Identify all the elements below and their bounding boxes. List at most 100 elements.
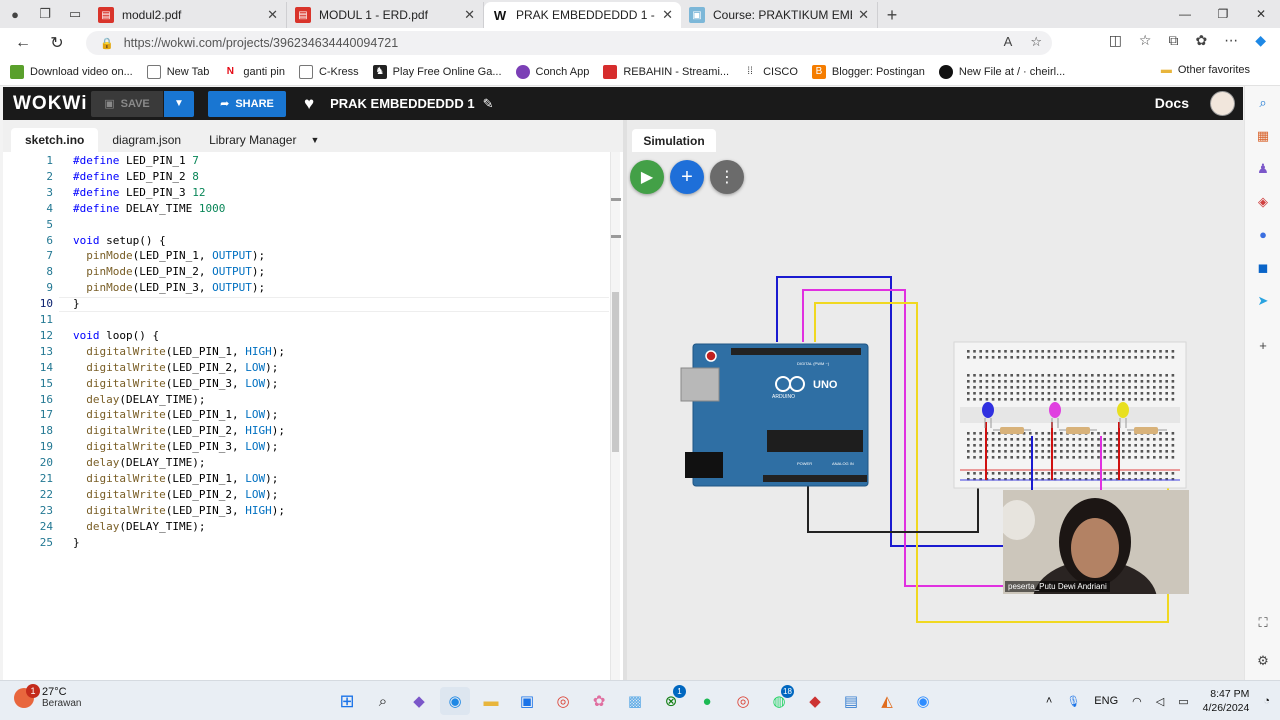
zoom-icon[interactable]: ◉	[916, 693, 930, 710]
code-line[interactable]: digitalWrite(LED_PIN_1, LOW);	[86, 408, 279, 422]
chevron-up-icon[interactable]: ˄	[1045, 695, 1053, 707]
code-line[interactable]: delay(DELAY_TIME);	[86, 519, 206, 533]
led-blue[interactable]	[982, 402, 994, 428]
tab-sketch-ino[interactable]: sketch.ino	[11, 128, 99, 152]
paint-icon[interactable]: ✿	[592, 693, 606, 710]
pane-divider[interactable]	[623, 120, 627, 680]
app-icon[interactable]: ◭	[881, 693, 893, 710]
bookmark-item[interactable]: Download video on...	[10, 64, 133, 79]
resistor[interactable]	[993, 427, 1031, 434]
tab-library-manager[interactable]: Library Manager ▼	[195, 128, 333, 152]
arduino-uno[interactable]: UNO ARDUINO DIGITAL (PWM ~) POWER ANALOG…	[680, 343, 869, 487]
more-options-button[interactable]: ⋮	[710, 160, 744, 194]
code-line[interactable]: delay(DELAY_TIME);	[86, 456, 206, 470]
share-button[interactable]: ➦ SHARE	[208, 90, 286, 117]
chevron-down-icon[interactable]: ▼	[310, 135, 320, 145]
code-line[interactable]: delay(DELAY_TIME);	[86, 392, 206, 406]
project-title[interactable]: PRAK EMBEDDEDDD 1 ✎	[330, 96, 493, 112]
bookmark-item[interactable]: C-Kress	[298, 64, 359, 79]
close-icon[interactable]: ✕	[267, 7, 278, 22]
bookmark-item[interactable]: New Tab	[146, 64, 209, 79]
add-icon[interactable]: +	[1259, 338, 1267, 353]
notepad-icon[interactable]: ▤	[843, 693, 859, 710]
code-line[interactable]: digitalWrite(LED_PIN_3, LOW);	[86, 440, 279, 454]
heart-icon[interactable]: ♥	[304, 93, 315, 113]
code-line[interactable]: pinMode(LED_PIN_2, OUTPUT);	[86, 265, 266, 279]
refresh-icon[interactable]: ↻	[50, 35, 64, 52]
collections-icon[interactable]: ⧉	[1168, 32, 1179, 48]
windows-start-icon[interactable]: ⊞	[339, 690, 355, 711]
search-icon[interactable]: ⌕	[1259, 94, 1267, 110]
tools-icon[interactable]: ♟	[1257, 160, 1269, 176]
file-explorer-icon[interactable]: ▬	[483, 692, 499, 710]
code-line[interactable]: }	[73, 535, 80, 549]
clock[interactable]: 8:47 PM 4/26/2024	[1203, 687, 1250, 715]
play-button[interactable]: ▶	[630, 160, 664, 194]
code-line[interactable]: #define LED_PIN_3 12	[73, 185, 206, 199]
wokwi-logo[interactable]: WOKWi	[13, 92, 88, 114]
office-icon[interactable]: ◈	[1258, 193, 1268, 209]
xbox-icon[interactable]: ⊗1	[656, 685, 686, 715]
code-line[interactable]: pinMode(LED_PIN_1, OUTPUT);	[86, 249, 266, 263]
code-line[interactable]: digitalWrite(LED_PIN_3, HIGH);	[86, 503, 285, 517]
bookmark-item[interactable]: ♞Play Free Online Ga...	[372, 64, 502, 79]
resistor[interactable]	[1059, 427, 1097, 434]
url-field[interactable]: 🔒 https://wokwi.com/projects/39623463444…	[86, 31, 1052, 55]
code-line[interactable]: void setup() {	[73, 233, 166, 247]
circuit-diagram[interactable]: UNO ARDUINO DIGITAL (PWM ~) POWER ANALOG…	[627, 152, 1244, 680]
code-line[interactable]: pinMode(LED_PIN_3, OUTPUT);	[86, 281, 266, 295]
store-icon[interactable]: ▣	[519, 693, 535, 710]
close-window-icon[interactable]: ✕	[1255, 7, 1267, 21]
simulation-canvas[interactable]: ▶ + ⋮	[627, 152, 1244, 680]
spotify-icon[interactable]: ●	[702, 692, 712, 710]
favorites-icon[interactable]: ☆	[1138, 32, 1152, 48]
add-part-button[interactable]: +	[670, 160, 704, 194]
more-menu-icon[interactable]: ⋯	[1224, 32, 1239, 48]
led-magenta[interactable]	[1049, 402, 1061, 428]
tab-modul1-erd[interactable]: ▤ MODUL 1 - ERD.pdf ✕	[287, 2, 484, 28]
close-icon[interactable]: ✕	[662, 7, 673, 22]
screenshot-icon[interactable]: ⛶	[1258, 614, 1268, 630]
other-favorites[interactable]: ▬ Other favorites	[1161, 64, 1250, 76]
shopping-icon[interactable]: ▦	[1256, 127, 1270, 143]
code-line[interactable]: #define LED_PIN_1 7	[73, 154, 199, 167]
code-line[interactable]: #define DELAY_TIME 1000	[73, 201, 226, 215]
scrollbar-thumb[interactable]	[612, 292, 619, 452]
copilot-icon[interactable]: ◆	[1255, 32, 1266, 48]
save-button[interactable]: ▣ SAVE	[91, 90, 163, 117]
code-line[interactable]: digitalWrite(LED_PIN_2, HIGH);	[86, 424, 285, 438]
avatar[interactable]	[1210, 91, 1235, 116]
tab-actions-icon[interactable]: ▭	[68, 6, 82, 21]
read-aloud-icon[interactable]: A	[1003, 34, 1013, 49]
maximize-icon[interactable]: ❐	[1217, 7, 1229, 21]
speaker-icon[interactable]: ◁	[1155, 695, 1165, 708]
bookmark-item[interactable]: New File at / · cheirl...	[938, 64, 1065, 79]
code-line[interactable]: void loop() {	[73, 328, 160, 342]
code-line[interactable]: digitalWrite(LED_PIN_1, HIGH);	[86, 344, 285, 358]
search-icon[interactable]: ⌕	[378, 692, 388, 710]
bookmark-item[interactable]: Conch App	[515, 64, 589, 79]
editor-scrollbar[interactable]	[610, 152, 621, 680]
led-yellow[interactable]	[1117, 402, 1129, 428]
tab-modul2[interactable]: ▤ modul2.pdf ✕	[90, 2, 287, 28]
bookmark-item[interactable]: ⁞⁞CISCO	[743, 65, 798, 79]
tab-wokwi[interactable]: W PRAK EMBEDDEDDD 1 - Wokwi E ✕	[484, 2, 681, 28]
code-line[interactable]: digitalWrite(LED_PIN_2, LOW);	[86, 360, 279, 374]
outlook-icon[interactable]: ◼	[1257, 259, 1269, 275]
resistor[interactable]	[1127, 427, 1167, 434]
m365-icon[interactable]: ●	[1259, 227, 1267, 242]
back-icon[interactable]: ←	[15, 34, 31, 51]
wifi-icon[interactable]: ◠	[1132, 695, 1142, 708]
tab-diagram-json[interactable]: diagram.json	[112, 133, 182, 147]
chrome-profile-icon[interactable]: ◎	[736, 693, 750, 710]
minimize-icon[interactable]: —	[1179, 7, 1191, 21]
weather-widget[interactable]: 1 27°C Berawan	[14, 683, 81, 709]
chrome-icon[interactable]: ◎	[556, 693, 570, 710]
whatsapp-icon[interactable]: ◍18	[764, 685, 794, 715]
microphone-icon[interactable]: 🎙	[1066, 695, 1081, 708]
bookmark-item[interactable]: REBAHIN - Streami...	[603, 64, 729, 79]
tab-simulation[interactable]: Simulation	[632, 129, 716, 153]
photos-icon[interactable]: ▩	[627, 693, 643, 710]
